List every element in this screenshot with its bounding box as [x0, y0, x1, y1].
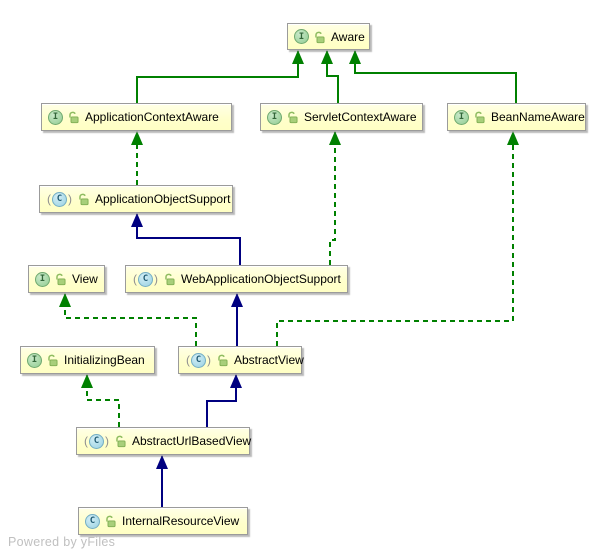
- node-label: InternalResourceView: [122, 514, 240, 528]
- interface-icon: I: [27, 352, 42, 368]
- abstract-close-paren: ): [105, 433, 109, 448]
- open-padlock-icon: [165, 273, 175, 286]
- edge-WebApplicationObjectSupport-implements-ServletContextAware: [329, 131, 341, 265]
- edge-AbstractView-implements-View: [59, 293, 197, 346]
- open-padlock-icon: [69, 111, 79, 124]
- node-label: ServletContextAware: [304, 110, 417, 124]
- node-label: AbstractUrlBasedView: [132, 434, 252, 448]
- node-View[interactable]: ( I ) View: [28, 265, 105, 293]
- edge-AbstractUrlBasedView-implements-InitializingBean: [81, 374, 120, 427]
- node-InternalResourceView[interactable]: ( C ) InternalResourceView: [78, 507, 248, 535]
- class-icon: C: [85, 513, 100, 529]
- powered-by-yfiles-label: Powered by yFiles: [8, 535, 116, 549]
- class-icon: C: [191, 352, 206, 368]
- node-AbstractView[interactable]: ( C ) AbstractView: [178, 346, 304, 374]
- node-InitializingBean[interactable]: ( I ) InitializingBean: [20, 346, 155, 374]
- abstract-close-paren: ): [207, 352, 211, 367]
- interface-icon: I: [48, 109, 63, 125]
- interface-icon: I: [35, 271, 50, 287]
- class-icon: C: [52, 191, 67, 207]
- open-padlock-icon: [288, 111, 298, 124]
- node-Aware[interactable]: ( I ) Aware: [287, 23, 370, 50]
- class-icon: C: [138, 271, 153, 287]
- abstract-close-paren: ): [68, 191, 72, 206]
- node-label: ApplicationContextAware: [85, 110, 219, 124]
- open-padlock-icon: [116, 435, 126, 448]
- interface-icon: I: [454, 109, 469, 125]
- node-label: Aware: [331, 29, 365, 44]
- node-label: BeanNameAware: [491, 110, 585, 124]
- edge-ApplicationContextAware-extends-Aware: [136, 50, 304, 103]
- node-ApplicationContextAware[interactable]: ( I ) ApplicationContextAware: [41, 103, 232, 131]
- open-padlock-icon: [475, 111, 485, 124]
- node-label: WebApplicationObjectSupport: [181, 272, 341, 286]
- abstract-close-paren: ): [154, 271, 158, 286]
- interface-icon: I: [294, 29, 309, 44]
- node-label: ApplicationObjectSupport: [95, 192, 231, 206]
- node-label: AbstractView: [234, 353, 304, 367]
- node-BeanNameAware[interactable]: ( I ) BeanNameAware: [447, 103, 586, 131]
- open-padlock-icon: [218, 354, 228, 367]
- open-padlock-icon: [79, 193, 89, 206]
- abstract-open-paren: (: [186, 352, 190, 367]
- open-padlock-icon: [315, 31, 325, 43]
- interface-icon: I: [267, 109, 282, 125]
- edge-WebApplicationObjectSupport-extends-ApplicationObjectSupport: [131, 213, 241, 265]
- abstract-open-paren: (: [84, 433, 88, 448]
- edge-ServletContextAware-extends-Aware: [321, 50, 339, 103]
- node-ApplicationObjectSupport[interactable]: ( C ) ApplicationObjectSupport: [39, 185, 233, 213]
- class-icon: C: [89, 433, 104, 449]
- open-padlock-icon: [48, 354, 58, 367]
- node-ServletContextAware[interactable]: ( I ) ServletContextAware: [260, 103, 423, 131]
- abstract-open-paren: (: [47, 191, 51, 206]
- edge-AbstractUrlBasedView-extends-AbstractView: [206, 374, 242, 427]
- node-WebApplicationObjectSupport[interactable]: ( C ) WebApplicationObjectSupport: [125, 265, 348, 293]
- node-AbstractUrlBasedView[interactable]: ( C ) AbstractUrlBasedView: [76, 427, 252, 455]
- open-padlock-icon: [106, 515, 116, 528]
- edge-BeanNameAware-extends-Aware: [349, 50, 517, 103]
- node-label: InitializingBean: [64, 353, 145, 367]
- node-label: View: [72, 272, 98, 286]
- edge-AbstractView-implements-BeanNameAware: [276, 131, 519, 346]
- abstract-open-paren: (: [133, 271, 137, 286]
- open-padlock-icon: [56, 273, 66, 286]
